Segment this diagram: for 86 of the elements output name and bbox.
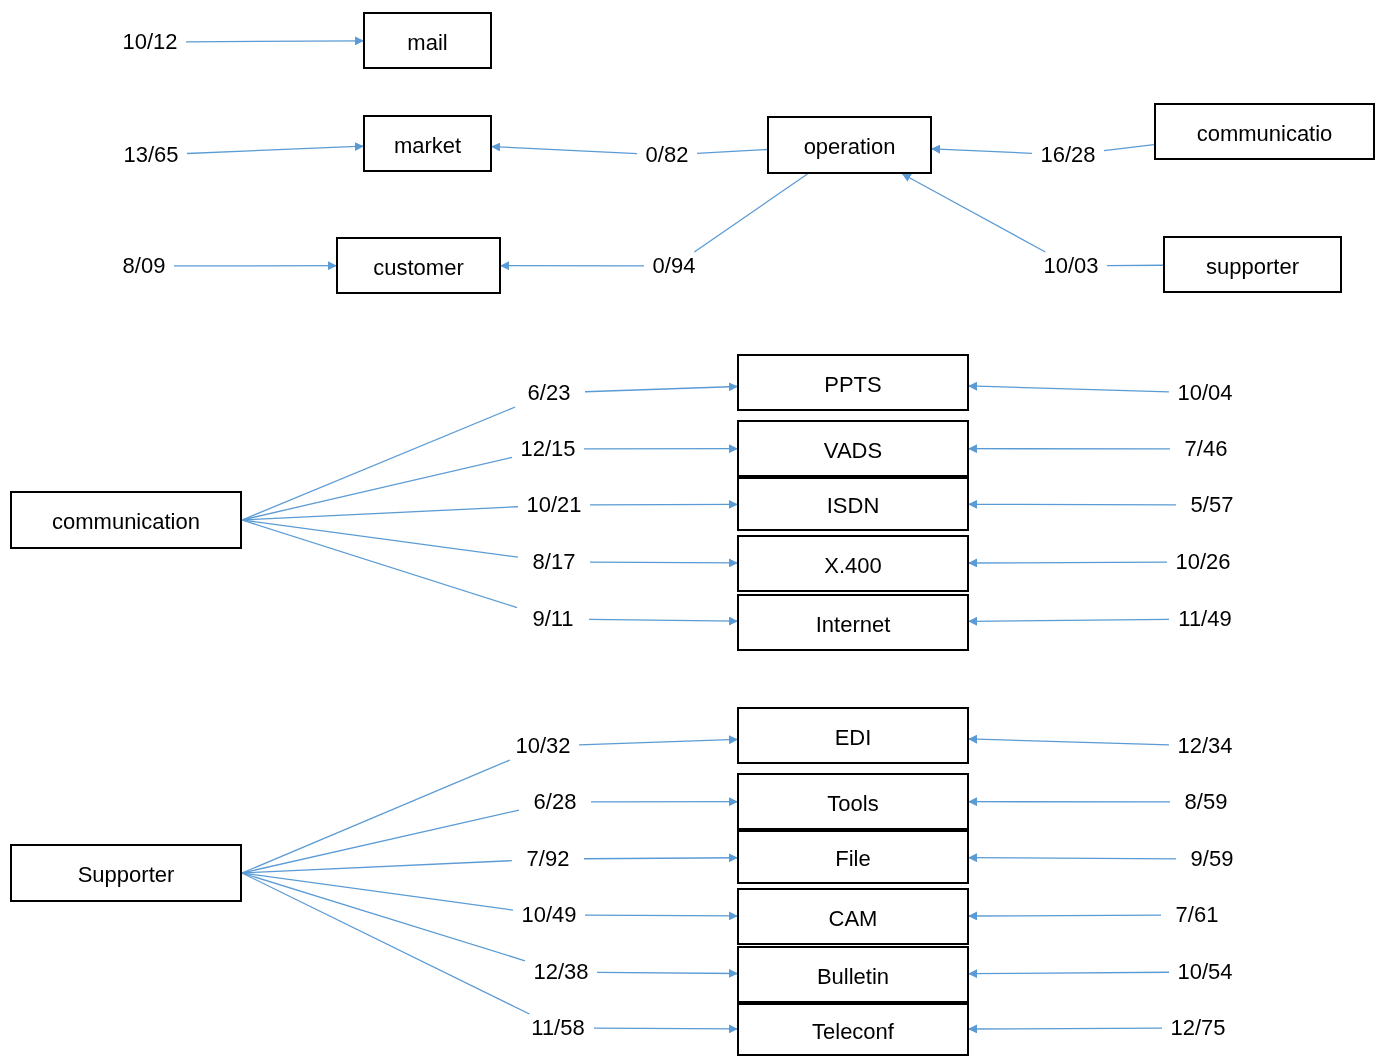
ratio-label: 7/61 bbox=[1161, 901, 1233, 929]
process-box: Teleconf bbox=[737, 1003, 969, 1056]
ratio-label: 8/59 bbox=[1170, 788, 1242, 816]
ratio-label: 10/54 bbox=[1169, 958, 1241, 986]
ratio-label: 0/82 bbox=[637, 141, 697, 169]
arrow bbox=[578, 735, 738, 746]
process-box: CAM bbox=[737, 888, 969, 945]
arrow bbox=[596, 968, 738, 978]
process-box: Bulletin bbox=[737, 946, 969, 1003]
arrow bbox=[186, 142, 364, 155]
connector-line bbox=[241, 872, 531, 1015]
connector-line bbox=[1103, 144, 1155, 152]
arrow bbox=[500, 261, 645, 271]
process-box: Supporter bbox=[10, 844, 242, 902]
arrow bbox=[968, 734, 1170, 746]
connector-line bbox=[241, 759, 511, 874]
arrow bbox=[584, 382, 738, 393]
ratio-label: 10/03 bbox=[1035, 252, 1107, 280]
arrow bbox=[968, 616, 1170, 626]
arrow bbox=[968, 969, 1170, 979]
ratio-label: 8/09 bbox=[114, 252, 174, 280]
process-box: Tools bbox=[737, 773, 969, 830]
arrow bbox=[593, 1024, 738, 1034]
ratio-label: 10/26 bbox=[1167, 548, 1239, 576]
connector-line bbox=[1106, 264, 1164, 267]
ratio-label: 9/59 bbox=[1176, 845, 1248, 873]
process-box: PPTS bbox=[737, 354, 969, 411]
ratio-label: 12/15 bbox=[512, 435, 584, 463]
ratio-label: 0/94 bbox=[644, 252, 704, 280]
process-box: File bbox=[737, 830, 969, 884]
ratio-label: 10/12 bbox=[114, 28, 186, 56]
arrow bbox=[968, 558, 1168, 568]
arrow bbox=[589, 558, 738, 568]
connector-line bbox=[696, 148, 768, 154]
ratio-label: 11/49 bbox=[1169, 605, 1241, 633]
ratio-label: 6/28 bbox=[519, 788, 591, 816]
arrow bbox=[968, 911, 1162, 921]
ratio-label: 6/23 bbox=[513, 379, 585, 407]
ratio-label: 12/34 bbox=[1169, 732, 1241, 760]
arrow bbox=[491, 142, 638, 155]
process-box: customer bbox=[336, 237, 501, 294]
arrow bbox=[588, 616, 738, 626]
ratio-label: 7/92 bbox=[512, 845, 584, 873]
arrow bbox=[968, 1024, 1163, 1034]
arrow bbox=[583, 853, 738, 863]
arrow bbox=[185, 36, 364, 46]
ratio-label: 10/21 bbox=[518, 491, 590, 519]
process-box: communication bbox=[10, 491, 242, 549]
process-box: VADS bbox=[737, 420, 969, 477]
arrow bbox=[931, 144, 1033, 154]
connector-line bbox=[241, 406, 516, 521]
ratio-label: 10/49 bbox=[513, 901, 585, 929]
arrow bbox=[583, 444, 738, 454]
ratio-label: 13/65 bbox=[115, 141, 187, 169]
ratio-label: 11/58 bbox=[522, 1014, 594, 1042]
ratio-label: 5/57 bbox=[1176, 491, 1248, 519]
ratio-label: 9/11 bbox=[517, 605, 589, 633]
ratio-label: 7/46 bbox=[1170, 435, 1242, 463]
process-box: ISDN bbox=[737, 477, 969, 531]
arrow bbox=[173, 261, 337, 271]
arrow bbox=[968, 444, 1171, 454]
arrow bbox=[584, 911, 738, 921]
process-box: EDI bbox=[737, 707, 969, 764]
arrow bbox=[968, 853, 1177, 863]
process-box: market bbox=[363, 115, 492, 172]
connector-line bbox=[241, 519, 518, 609]
connector-line bbox=[241, 872, 526, 962]
ratio-label: 8/17 bbox=[518, 548, 590, 576]
arrow bbox=[968, 381, 1170, 393]
process-box: operation bbox=[767, 116, 932, 174]
connector-line bbox=[693, 173, 809, 253]
ratio-label: 10/32 bbox=[507, 732, 579, 760]
process-box: Internet bbox=[737, 594, 969, 651]
ratio-label: 10/04 bbox=[1169, 379, 1241, 407]
arrow bbox=[901, 173, 1046, 253]
process-box: supporter bbox=[1163, 236, 1342, 293]
arrow bbox=[590, 797, 738, 807]
ratio-label: 12/75 bbox=[1162, 1014, 1234, 1042]
arrow bbox=[589, 499, 738, 509]
process-box: mail bbox=[363, 12, 492, 69]
arrow bbox=[968, 797, 1171, 807]
ratio-label: 16/28 bbox=[1032, 141, 1104, 169]
process-box: communicatio bbox=[1154, 103, 1375, 160]
process-box: X.400 bbox=[737, 535, 969, 592]
ratio-label: 12/38 bbox=[525, 958, 597, 986]
arrow bbox=[968, 499, 1177, 509]
